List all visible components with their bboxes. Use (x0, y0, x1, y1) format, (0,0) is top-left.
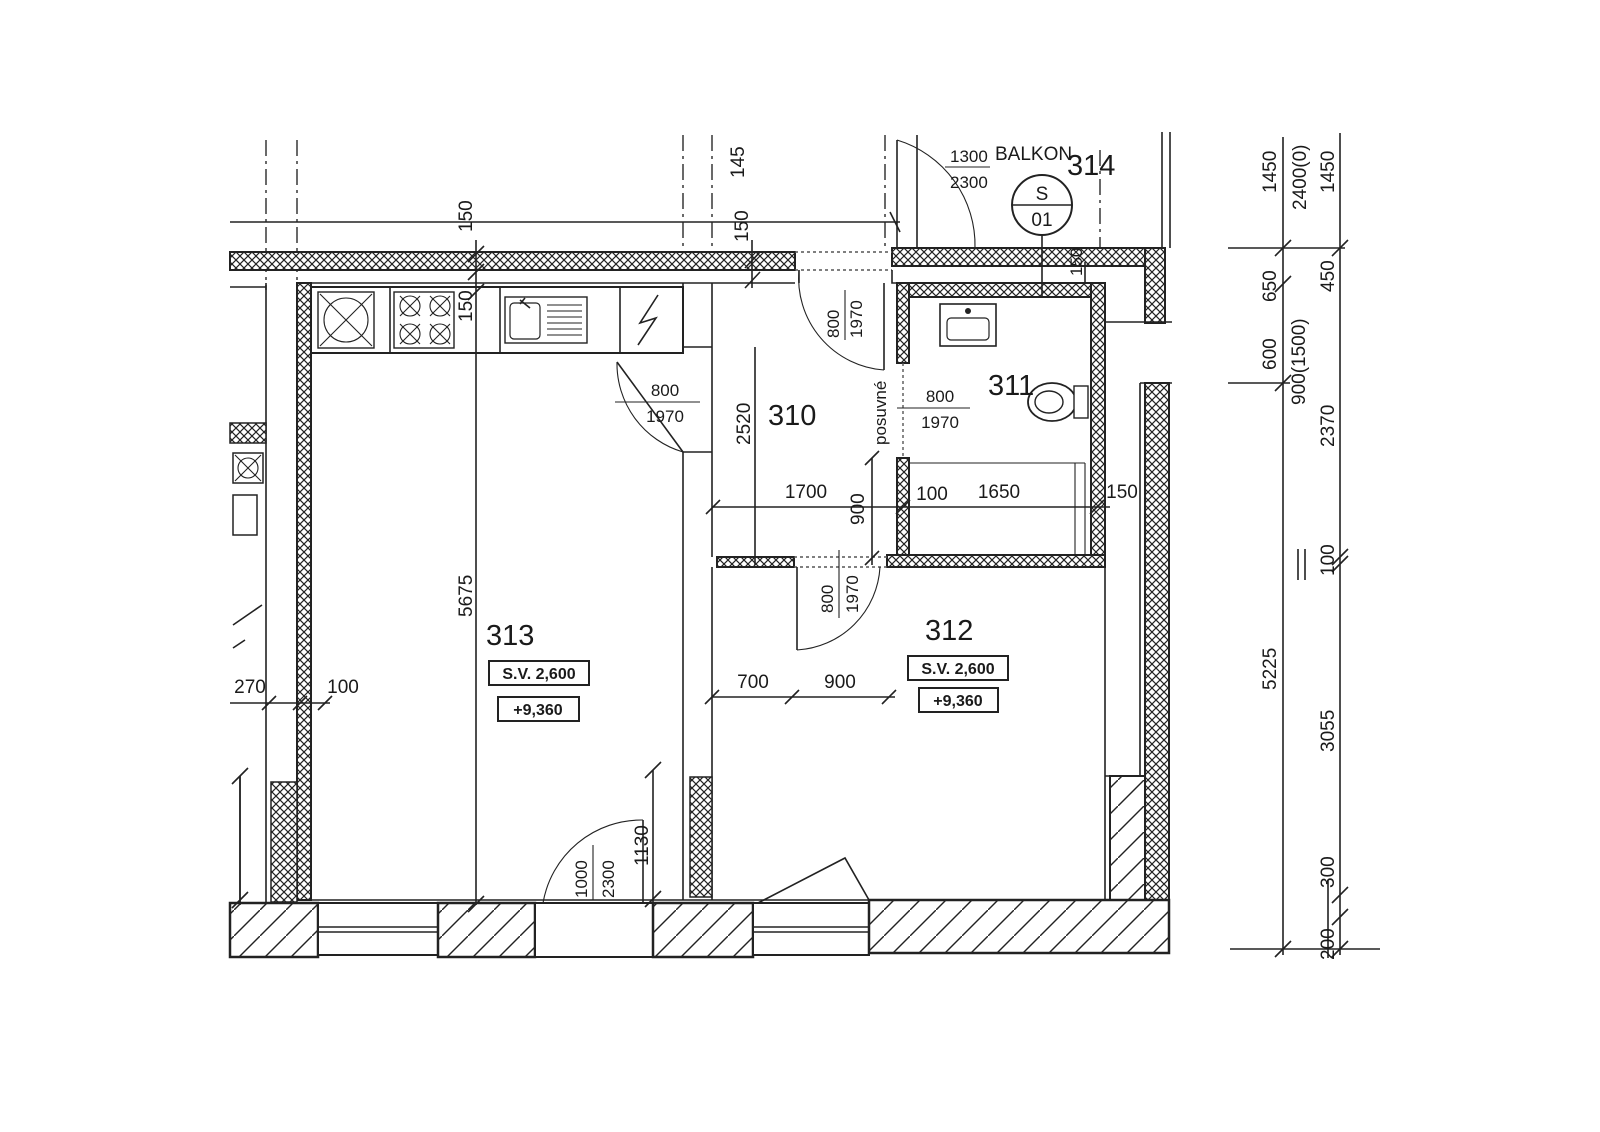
room-312-sv: S.V. 2,600 (921, 661, 994, 678)
room-313-level: +9,360 (513, 702, 562, 719)
dim-2300: 2300 (950, 173, 988, 192)
rdim-650: 650 (1260, 270, 1281, 302)
bottom-wall (228, 898, 1171, 959)
rdim-200: 200 (1318, 928, 1339, 960)
room-313-label: 313 (486, 620, 534, 652)
rdim-600: 600 (1260, 338, 1281, 370)
dim-900-horizontal: 900 (824, 672, 856, 693)
rdim-1450-b: 1450 (1318, 151, 1339, 193)
kitchen-fixtures (310, 286, 684, 354)
room-313-sv: S.V. 2,600 (502, 666, 575, 683)
rdim-5225: 5225 (1260, 648, 1281, 690)
dim-1700: 1700 (785, 482, 827, 503)
rdim-300: 300 (1318, 856, 1339, 888)
dimension-lines (230, 133, 1380, 958)
dim-100: 100 (916, 484, 948, 505)
right-dimension-texts: 1450 2400(0) 1450 650 450 600 900(1500) … (1260, 145, 1339, 961)
dim-1000: 1000 (572, 860, 591, 898)
dim-800-311: 800 (926, 387, 954, 406)
room-314-label: 314 (1067, 150, 1115, 182)
sliding-door-label: posuvné (871, 381, 890, 445)
rdim-450: 450 (1318, 260, 1339, 292)
dim-900-vertical: 900 (848, 493, 869, 525)
dim-150-top: 150 (456, 200, 477, 232)
section-marker: S 01 (1011, 174, 1073, 297)
section-marker-top: S (1036, 184, 1049, 205)
dim-270: 270 (234, 677, 266, 698)
dim-1130: 1130 (632, 825, 653, 866)
dim-1970-313: 1970 (646, 407, 684, 426)
room-312-tags: S.V. 2,600 +9,360 (907, 655, 1009, 713)
dim-700: 700 (737, 672, 769, 693)
dim-1970-312: 1970 (843, 575, 862, 613)
dim-150-kitchen: 150 (456, 290, 477, 322)
dim-1650: 1650 (978, 482, 1020, 503)
room-312-label: 312 (925, 615, 973, 647)
room-labels: BALKON 314 313 312 311 310 posuvné (486, 144, 1115, 652)
balcony-label: BALKON (995, 144, 1072, 165)
right-wall (1140, 132, 1172, 944)
dim-150-right: 150 (1106, 482, 1138, 503)
section-marker-bottom: 01 (1031, 210, 1052, 231)
rdim-900: 900(1500) (1289, 318, 1310, 405)
bathroom-walls (886, 282, 1106, 568)
dim-150-mid: 150 (732, 210, 753, 242)
dim-800-312: 800 (818, 585, 837, 613)
dim-1970-310: 1970 (847, 300, 866, 338)
room-312-walls (1104, 383, 1146, 901)
doors (542, 135, 976, 904)
rdim-3055: 3055 (1318, 710, 1339, 752)
dim-800-310: 800 (824, 310, 843, 338)
dim-150-bath: 150 (1067, 248, 1086, 276)
room-311-label: 311 (988, 370, 1034, 402)
room-312-level: +9,360 (933, 693, 982, 710)
room-313-tags: S.V. 2,600 +9,360 (488, 660, 590, 722)
dim-145: 145 (728, 146, 749, 178)
dim-5675: 5675 (456, 575, 477, 617)
rdim-1450-a: 1450 (1260, 151, 1281, 193)
dim-2520: 2520 (734, 403, 755, 445)
partition-walls (297, 270, 1140, 900)
dim-1300: 1300 (950, 147, 988, 166)
dim-100-left: 100 (327, 677, 359, 698)
rdim-2400: 2400(0) (1290, 145, 1311, 211)
dim-2300-door: 2300 (599, 860, 618, 898)
dimension-texts: 150 150 150 145 1300 2300 150 800 1970 8… (234, 146, 1138, 900)
room-310-label: 310 (768, 400, 816, 432)
top-wall (229, 247, 1165, 271)
dim-1970-311: 1970 (921, 413, 959, 432)
bathroom-fixtures (939, 303, 1089, 422)
dim-800-313: 800 (651, 381, 679, 400)
rdim-100: 100 (1318, 544, 1339, 576)
rdim-2370: 2370 (1318, 405, 1339, 447)
